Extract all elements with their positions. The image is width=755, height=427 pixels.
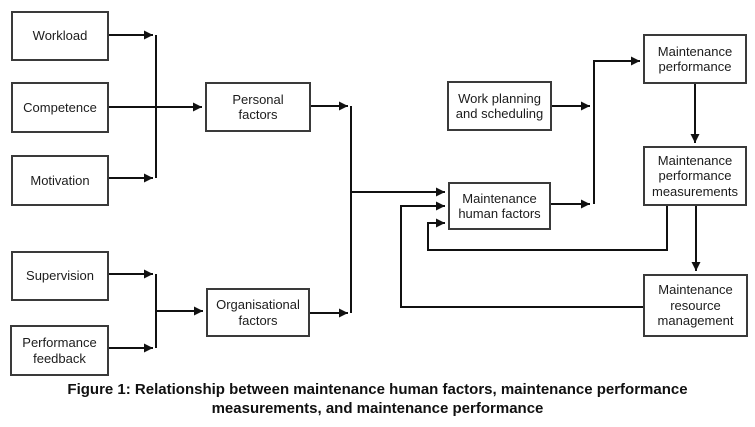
- edge-junction-maintenance-performance: [593, 56, 640, 204]
- node-motivation: Motivation: [11, 155, 109, 206]
- node-maintenance-performance-measurements-label: Maintenance performance measurements: [652, 152, 738, 199]
- node-workload: Workload: [11, 11, 109, 61]
- node-organisational-factors: Organisational factors: [206, 288, 310, 337]
- node-maintenance-performance-label: Maintenance performance: [657, 43, 733, 75]
- node-supervision-label: Supervision: [26, 268, 94, 284]
- node-maintenance-human-factors-label: Maintenance human factors: [458, 190, 541, 222]
- node-organisational-factors-label: Organisational factors: [216, 297, 300, 328]
- node-maintenance-human-factors: Maintenance human factors: [448, 182, 551, 230]
- connector-lines: [109, 30, 701, 353]
- node-performance-feedback: Performance feedback: [10, 325, 109, 376]
- node-maintenance-resource-management-label: Maintenance resource management: [657, 282, 734, 329]
- node-motivation-label: Motivation: [30, 172, 90, 188]
- edge-measurements-human-factors: [427, 206, 668, 251]
- node-personal-factors: Personal factors: [205, 82, 311, 132]
- node-maintenance-performance-measurements: Maintenance performance measurements: [643, 146, 747, 206]
- figure-caption: Figure 1: Relationship between maintenan…: [67, 381, 688, 417]
- edge-resource-management-human-factors: [400, 201, 643, 308]
- node-workload-label: Workload: [32, 28, 88, 44]
- node-competence: Competence: [11, 82, 109, 133]
- node-maintenance-performance: Maintenance performance: [643, 34, 747, 84]
- node-supervision: Supervision: [11, 251, 109, 301]
- node-competence-label: Competence: [23, 99, 97, 115]
- node-work-planning: Work planning and scheduling: [447, 81, 552, 131]
- node-work-planning-label: Work planning and scheduling: [455, 90, 544, 122]
- node-maintenance-resource-management: Maintenance resource management: [643, 274, 748, 337]
- node-personal-factors-label: Personal factors: [232, 91, 284, 123]
- node-performance-feedback-label: Performance feedback: [22, 335, 97, 366]
